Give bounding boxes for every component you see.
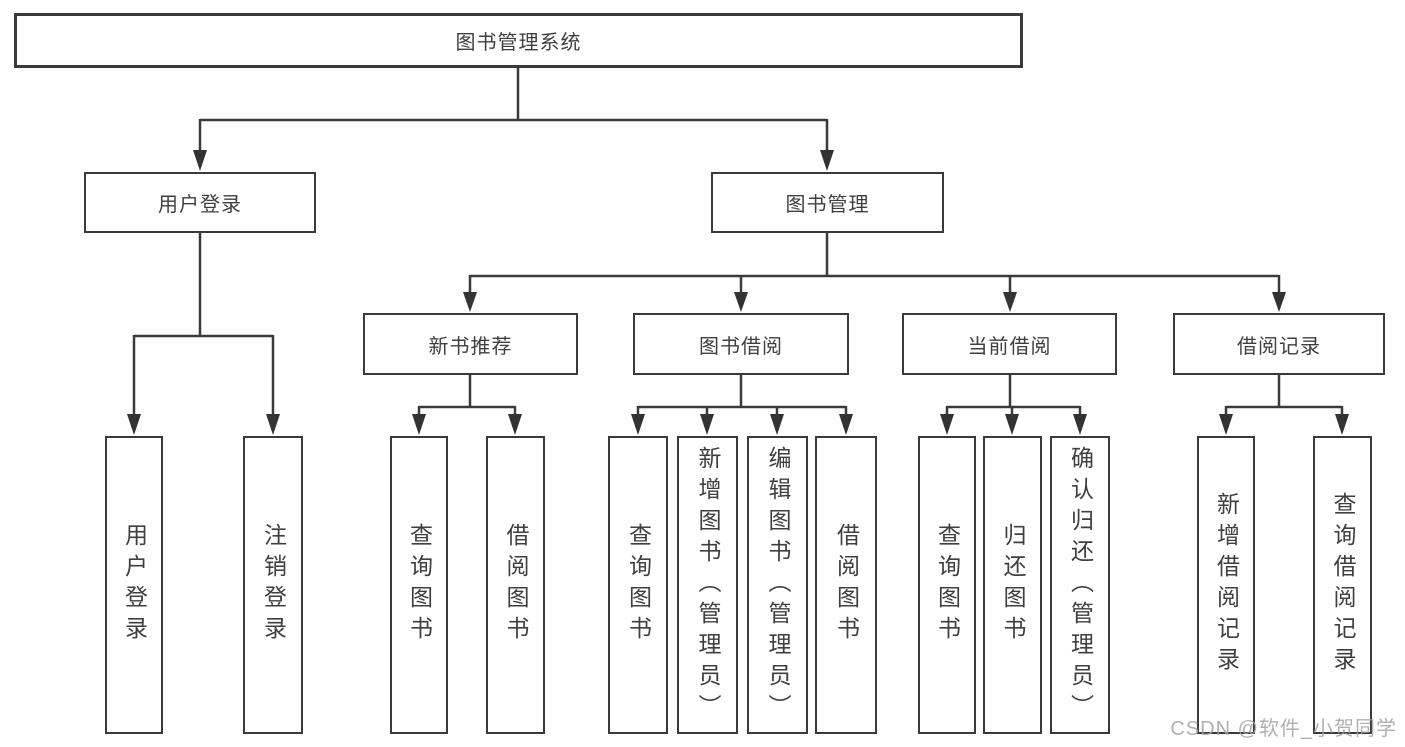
node-label: 确认归还（管理员） bbox=[1067, 445, 1094, 725]
node-leaf-user-login: 用户登录 bbox=[105, 436, 163, 734]
node-book-management-branch: 图书管理 bbox=[711, 172, 944, 233]
node-leaf-add-borrow-record: 新增借阅记录 bbox=[1197, 436, 1255, 734]
node-label: 借阅图书 bbox=[503, 523, 529, 647]
node-label: 查询图书 bbox=[406, 523, 433, 647]
connector-current-to-leaves bbox=[940, 375, 1087, 435]
node-label: 借阅记录 bbox=[1237, 335, 1321, 358]
connector-borrow-to-leaves bbox=[631, 375, 853, 435]
node-label: 图书借阅 bbox=[699, 335, 783, 358]
node-leaf-query-books-newbook: 查询图书 bbox=[390, 436, 448, 734]
node-label: 借阅图书 bbox=[833, 523, 860, 647]
node-label: 查询借阅记录 bbox=[1330, 492, 1356, 678]
node-label: 用户登录 bbox=[121, 523, 148, 647]
connector-records-to-leaves bbox=[1219, 375, 1349, 435]
connector-book-management-to-level3 bbox=[463, 233, 1286, 312]
node-label: 查询图书 bbox=[934, 523, 961, 647]
node-leaf-logout: 注销登录 bbox=[243, 436, 303, 734]
csdn-watermark: CSDN @软件_小贺同学 bbox=[1170, 718, 1397, 740]
node-new-book-recommend: 新书推荐 bbox=[363, 313, 578, 375]
node-leaf-borrow-books: 借阅图书 bbox=[815, 436, 877, 734]
node-label: 注销登录 bbox=[260, 523, 287, 647]
node-book-borrow: 图书借阅 bbox=[633, 313, 849, 375]
node-label: 编辑图书（管理员） bbox=[765, 445, 791, 725]
node-leaf-query-borrow-record: 查询借阅记录 bbox=[1313, 436, 1372, 734]
node-label: 新增图书（管理员） bbox=[695, 445, 721, 725]
connector-new-book-to-leaves bbox=[412, 375, 522, 435]
node-label: 归还图书 bbox=[1000, 523, 1026, 647]
node-label: 新书推荐 bbox=[428, 335, 513, 358]
node-label: 新增借阅记录 bbox=[1213, 492, 1240, 678]
node-leaf-query-books-borrow: 查询图书 bbox=[608, 436, 668, 734]
node-label: 图书管理 bbox=[785, 194, 870, 216]
node-user-login-branch: 用户登录 bbox=[84, 172, 316, 233]
node-label: 图书管理系统 bbox=[455, 32, 582, 54]
node-leaf-confirm-return-admin: 确认归还（管理员） bbox=[1050, 436, 1110, 734]
node-leaf-edit-books-admin: 编辑图书（管理员） bbox=[747, 436, 808, 734]
connector-user-login-to-leaves bbox=[127, 233, 280, 435]
node-label: 当前借阅 bbox=[967, 335, 1052, 358]
node-borrow-records: 借阅记录 bbox=[1173, 313, 1385, 375]
node-leaf-query-books-current: 查询图书 bbox=[918, 436, 976, 734]
node-leaf-add-books-admin: 新增图书（管理员） bbox=[677, 436, 738, 734]
node-leaf-borrow-books-newbook: 借阅图书 bbox=[486, 436, 545, 734]
node-root-library-system: 图书管理系统 bbox=[14, 13, 1023, 68]
connector-root-to-level2 bbox=[193, 68, 834, 171]
node-label: 查询图书 bbox=[625, 523, 652, 647]
node-current-borrow: 当前借阅 bbox=[902, 313, 1117, 375]
node-leaf-return-books: 归还图书 bbox=[983, 436, 1042, 734]
node-label: 用户登录 bbox=[158, 194, 242, 216]
